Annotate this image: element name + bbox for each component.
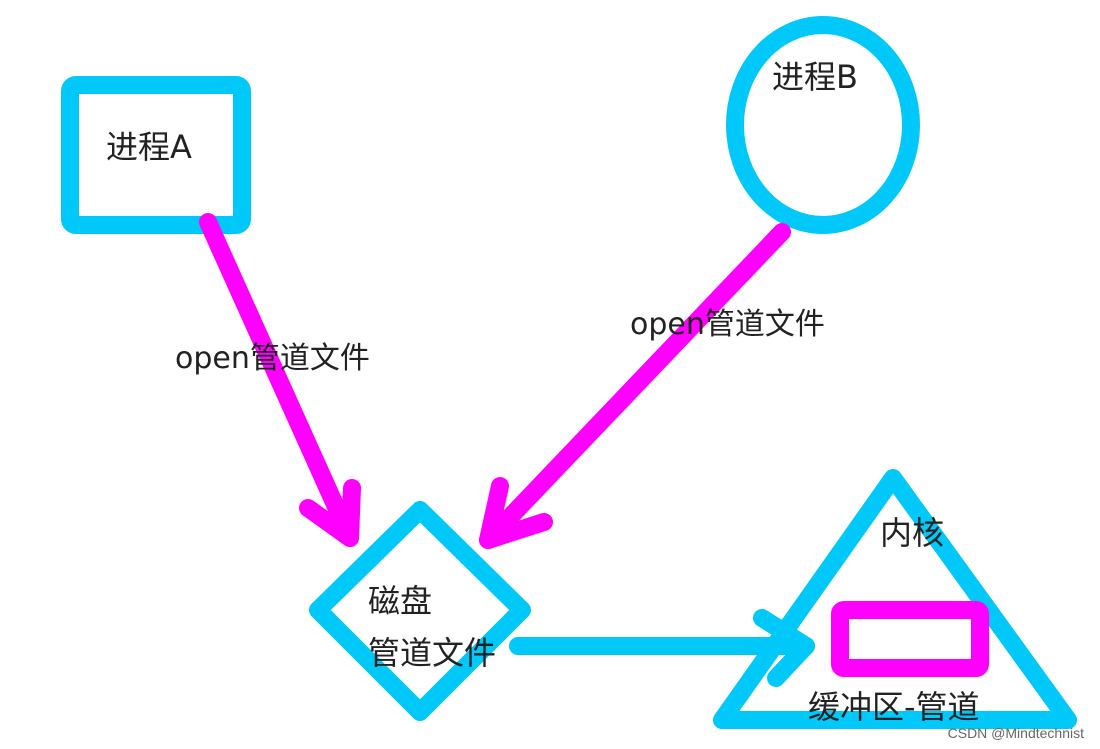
arrow-a-to-disk [199, 213, 361, 547]
arrow-b-to-disk [479, 223, 791, 549]
arrow-a-head [299, 479, 361, 547]
process-a-label: 进程A [106, 128, 192, 166]
arrow-b-shaft [479, 223, 791, 549]
process-b-label: 进程B [772, 58, 858, 96]
process-a-box [61, 76, 251, 234]
edge-a-label: open管道文件 [175, 341, 370, 376]
buffer-box [831, 601, 989, 677]
arrow-disk-head [753, 609, 815, 687]
arrow-b-head [479, 477, 553, 549]
kernel-triangle [713, 469, 1077, 729]
disk-pipe-node: 磁盘 [309, 501, 531, 721]
buffer-label: 缓冲区-管道 [808, 688, 980, 726]
watermark-text: CSDN @Mindtechnist [948, 725, 1084, 741]
kernel-node: 内核 [713, 469, 1077, 729]
process-b-ellipse [726, 16, 920, 234]
disk-pipe-diamond [309, 501, 531, 721]
arrow-disk-to-buffer [509, 609, 815, 687]
arrow-a-shaft [199, 213, 359, 547]
process-a-node: 进程A [61, 76, 251, 234]
kernel-label: 内核 [880, 514, 944, 552]
buffer-node [831, 601, 989, 677]
process-b-node: 进程B [726, 16, 920, 234]
disk-pipe-label-line2: 管道文件 [368, 634, 496, 672]
disk-pipe-label-line1: 磁盘 [368, 582, 432, 620]
edge-b-label: open管道文件 [630, 307, 825, 342]
